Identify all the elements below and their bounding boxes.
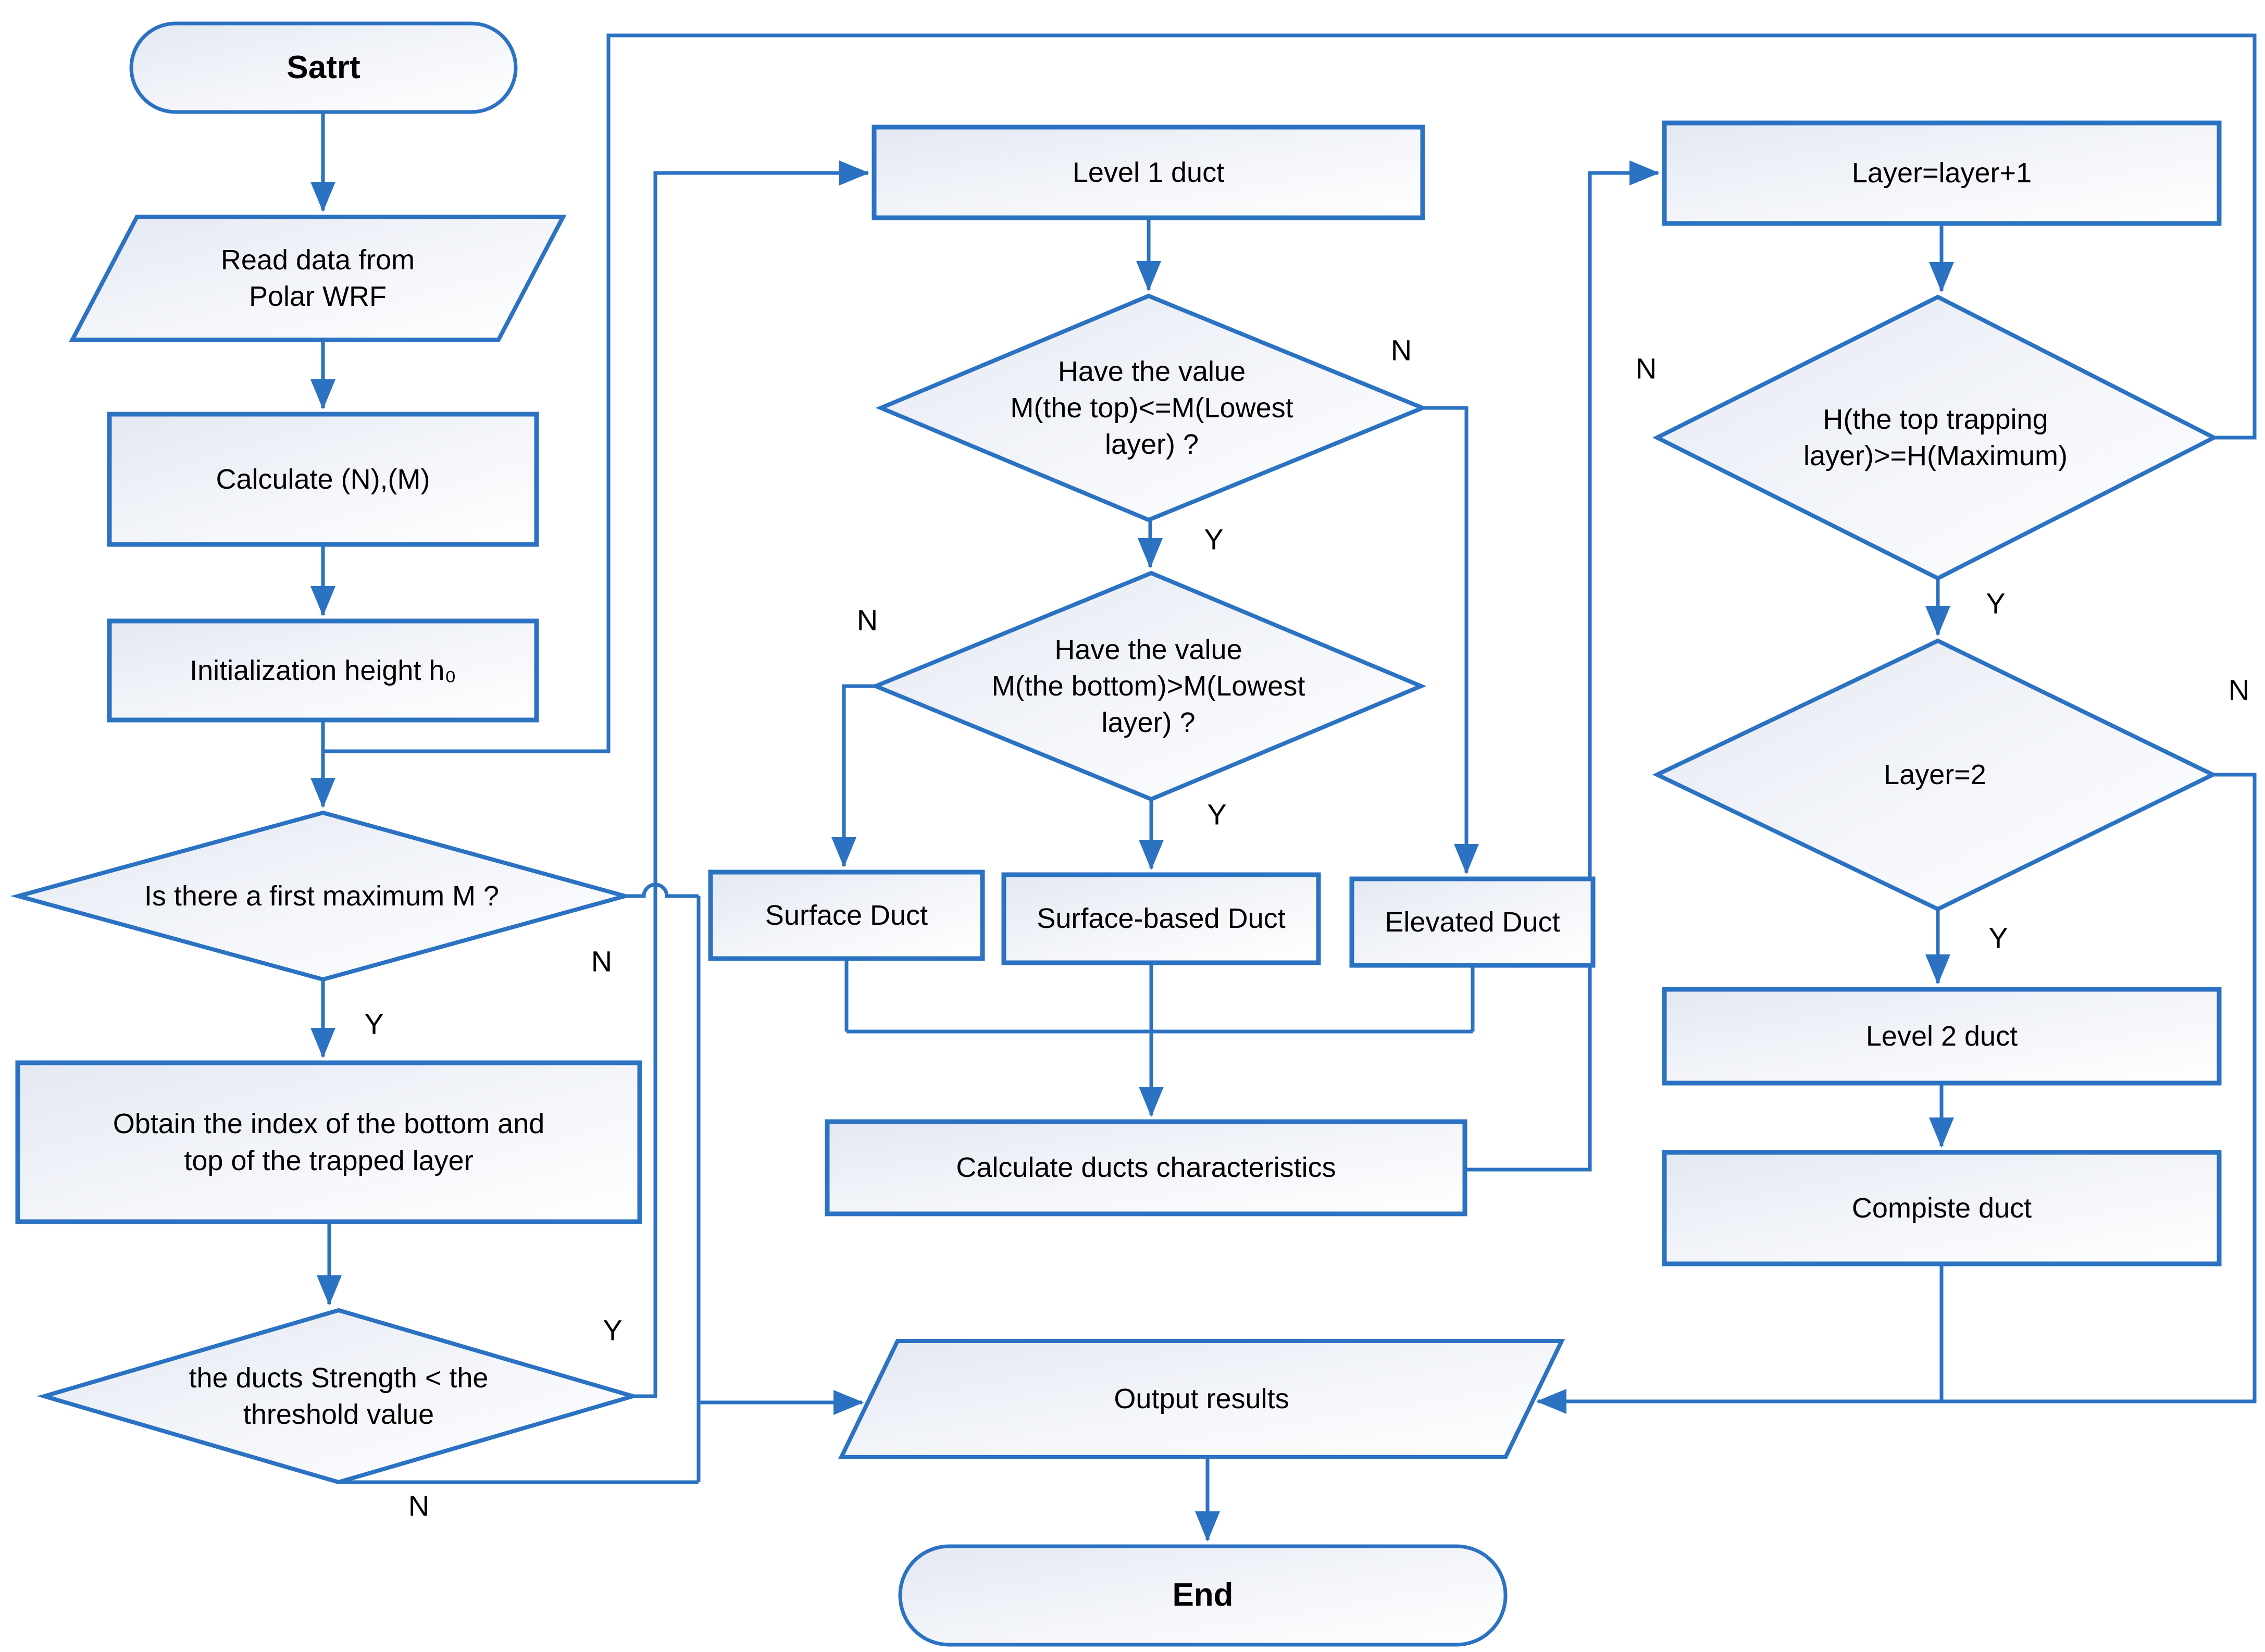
level2-duct-shape: [1662, 987, 2222, 1086]
calc-characteristics-shape: [825, 1119, 1467, 1216]
init-height-shape: [107, 618, 539, 723]
connector-group: [310, 33, 2257, 1542]
surface-duct-shape: [708, 870, 985, 961]
obtain-index-shape: [15, 1060, 642, 1224]
level1-duct-shape: [872, 125, 1425, 220]
strength-diamond-shape: [36, 1308, 641, 1485]
calculate-nm-shape: [107, 412, 539, 547]
hmax-diamond-shape: [1652, 294, 2219, 581]
edge-strength-y-level1: [633, 160, 869, 1398]
end-terminator-shape: [898, 1544, 1508, 1647]
edge-calcchar-layerinc: [1465, 160, 1660, 1172]
read-data-shape: [69, 215, 567, 342]
edge-hmax-loopback: [323, 33, 2257, 753]
start-terminator-shape: [129, 21, 518, 114]
edge-layer2-n-output: [1536, 773, 2257, 1414]
edge-mbottom-n: [831, 684, 876, 867]
compiste-duct-shape: [1662, 1150, 2222, 1266]
mtop-diamond-shape: [875, 293, 1428, 523]
edge-mtop-n: [1423, 406, 1479, 874]
first-max-diamond-shape: [10, 810, 633, 982]
surface-based-duct-shape: [1001, 872, 1321, 965]
shape-group: [10, 21, 2222, 1647]
layer-increment-shape: [1662, 120, 2222, 226]
mbottom-diamond-shape: [870, 570, 1427, 802]
layer2-diamond-shape: [1652, 638, 2218, 912]
elevated-duct-shape: [1349, 876, 1596, 968]
edge-firstmax-n: [625, 883, 699, 898]
output-results-shape: [838, 1339, 1565, 1459]
